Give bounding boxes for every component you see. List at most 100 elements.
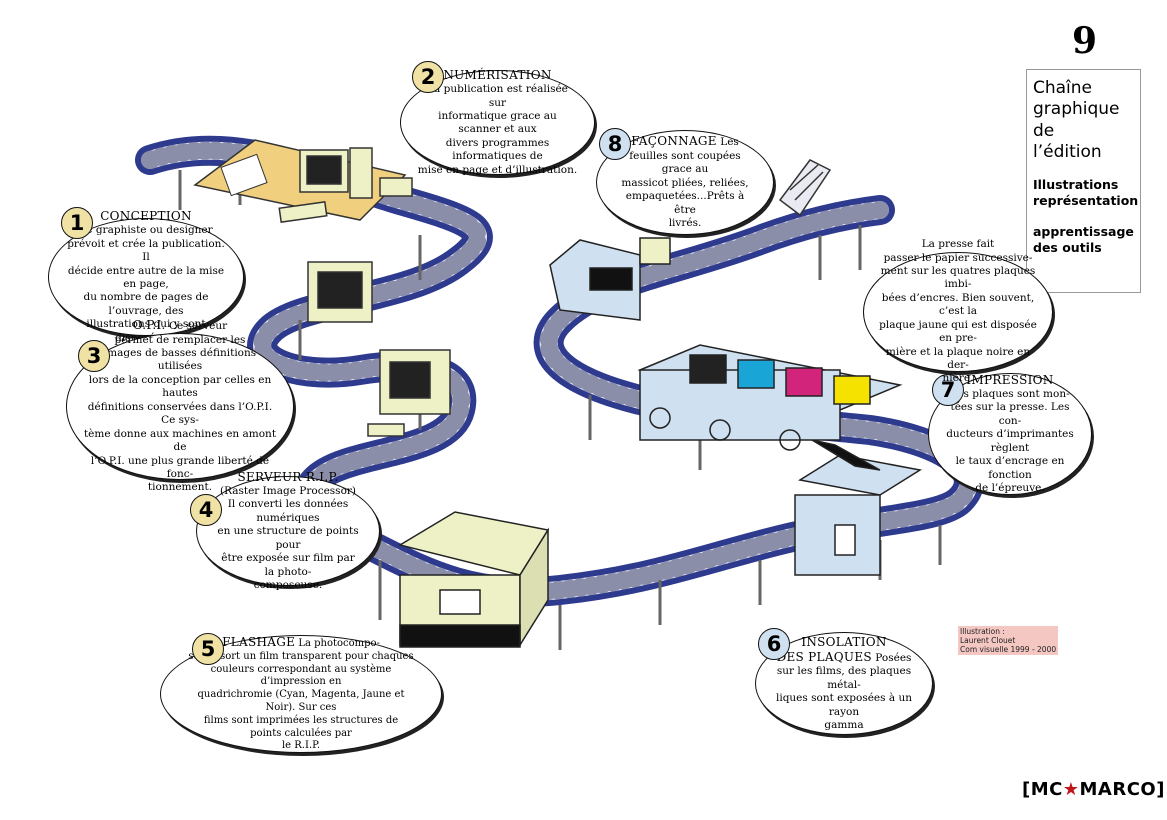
step-5-title: FLASHAGE [222, 634, 296, 649]
star-icon: ★ [1062, 779, 1080, 800]
credit-line-3: Com visuelle 1999 - 2000 [960, 645, 1057, 654]
step-7-line: tées sur la presse. Les con- [950, 401, 1070, 427]
step-6-line: sur les films, des plaques métal- [776, 665, 912, 691]
step-7-line: Les plaques sont mon- [950, 387, 1070, 400]
press-note-bubble: La presse fait passer le papier successi… [863, 238, 1053, 384]
step-5-line: quadrichromie (Cyan, Magenta, Jaune et N… [197, 689, 405, 713]
step-5-head: FLASHAGE La photocompo- [222, 635, 380, 651]
step-3-badge: 3 [78, 340, 110, 372]
step-8-title: FAÇONNAGE [631, 134, 717, 149]
step-6-title2: DES PLAQUES [776, 649, 872, 664]
step-7-badge: 7 [932, 374, 964, 406]
illustration-credit: Illustration : Laurent Clouet Com visuel… [958, 626, 1059, 655]
step-5-bubble: FLASHAGE La photocompo- seuse sort un fi… [160, 635, 442, 753]
step-8-line: feuilles sont coupées grace au [629, 149, 741, 176]
step-1-line: du nombre de pages de l’ouvrage, des [83, 291, 209, 317]
title-line-4: l’édition [1033, 141, 1102, 162]
step-5-line: films sont imprimées les structures de p… [203, 714, 399, 739]
step-8-line: massicot pliées, reliées, [621, 176, 749, 189]
step-2-line: mise en page et d’illustration. [417, 163, 578, 176]
step-4-badge: 4 [190, 494, 222, 526]
step-4-line: composeuse. [253, 579, 323, 591]
title-line-3: de [1033, 120, 1055, 141]
page-title: Chaîne graphique de l’édition [1033, 78, 1134, 163]
step-3-line: tème donne aux machines en amont de [83, 427, 277, 454]
step-1-badge: 1 [61, 207, 93, 239]
step-4-line: Il converti les données numériques [227, 498, 349, 524]
title-line-2: graphique [1033, 99, 1120, 120]
step-8-head: FAÇONNAGE Les [631, 134, 739, 149]
step-5-badge: 5 [192, 633, 224, 665]
press-note-line: ment sur les quatres plaques imbi- [880, 264, 1036, 291]
step-3-title: O.P.I. [132, 318, 166, 333]
rip-server-machine [367, 349, 451, 437]
press-note-line: La presse fait [921, 238, 995, 251]
step-4-line: être exposée sur film par la photo- [221, 552, 355, 578]
step-3-head: O.P.I. Ce serveur [133, 318, 227, 333]
title-line-1: Chaîne [1033, 78, 1093, 98]
step-2-title: NUMÉRISATION [443, 67, 552, 82]
step-6-head: DES PLAQUES Posées [777, 650, 912, 665]
step-8-line: empaquetées...Prêts à être [625, 190, 745, 216]
step-1-line: décide entre autre de la mise en page, [67, 264, 225, 290]
page-number: 9 [1072, 20, 1098, 62]
step-4-line: en une structure de points pour [217, 525, 359, 551]
step-3-line: lors de la conception par celles en haut… [88, 373, 272, 400]
step-2-badge: 2 [412, 61, 444, 93]
step-8-line: Les [720, 136, 739, 149]
photocomposer-machine [398, 511, 550, 648]
step-7-title: IMPRESSION [966, 372, 1054, 387]
step-3-line: définitions conservées dans l’O.P.I. Ce … [87, 400, 273, 427]
opi-server-machine [307, 261, 373, 323]
step-6-badge: 6 [758, 628, 790, 660]
step-7-line: de l’épreuve. [975, 482, 1045, 494]
step-2-line: informatique grace au scanner et aux [438, 110, 557, 136]
credit-line-2: Laurent Clouet [960, 636, 1016, 645]
title-box: Chaîne graphique de l’édition Illustrati… [1026, 69, 1141, 293]
step-6-title: INSOLATION [801, 634, 887, 649]
step-1-line: Le graphiste ou designer [79, 224, 213, 237]
step-7-line: ducteurs d’imprimantes règlent [946, 428, 1074, 454]
printing-press [637, 344, 903, 451]
step-8-line: livrés. [668, 217, 702, 230]
subtitle-1b: représentation [1033, 193, 1139, 209]
step-7-line: le taux d’encrage en fonction [955, 455, 1065, 481]
step-3-line: permet de remplacer les [114, 333, 246, 346]
subtitle-1a: Illustrations [1033, 177, 1119, 192]
step-3-line: l’O.P.I. une plus grande liberté de fonc… [90, 454, 270, 480]
credit-line-1: Illustration : [960, 627, 1005, 636]
press-note-line: mière et la plaque noire en der- [885, 345, 1031, 372]
guillotine-cutter [549, 237, 671, 321]
step-5-line: La photocompo- [298, 637, 380, 649]
step-2-line: divers programmes informatiques de [445, 136, 550, 163]
press-note-line: plaque jaune qui est disposée en pre- [879, 318, 1037, 345]
computer-workstation [278, 147, 413, 223]
output-ramp [778, 159, 832, 217]
press-note-line: passer le papier successive- [883, 251, 1033, 264]
subtitle-2a: apprentissage [1033, 223, 1134, 239]
step-5-line: seuse sort un film transparent pour chaq… [188, 650, 414, 662]
step-1-title: CONCEPTION [100, 208, 192, 223]
step-3-line: images de basses définitions utilisées [103, 347, 257, 373]
step-1-line: prévoit et crée la publication. Il [67, 237, 225, 264]
step-6-line: Posées [875, 651, 912, 664]
step-4-title: SERVEUR R.I.P. [237, 469, 339, 484]
step-2-line: La publication est réalisée sur [427, 83, 568, 109]
subtitle-1: Illustrations représentation [1033, 177, 1139, 210]
step-3-line: Ce serveur [168, 320, 228, 333]
plate-exposure-machine [794, 439, 923, 576]
step-3-line: tionnement. [147, 481, 213, 494]
step-6-line: liques sont exposées à un rayon [775, 692, 912, 718]
step-8-badge: 8 [599, 128, 631, 160]
step-4-bubble: SERVEUR R.I.P. (Raster Image Processor) … [196, 470, 380, 591]
step-4-line: (Raster Image Processor) [219, 484, 357, 497]
press-note-line: bées d’encres. Bien souvent, c’est la [881, 291, 1035, 318]
step-6-line: gamma [824, 719, 864, 732]
logo-right: MARCO] [1079, 779, 1165, 800]
brand-logo: [MC★MARCO] [1022, 779, 1165, 800]
step-5-line: le R.I.P. [281, 740, 320, 752]
subtitle-2: apprentissage des outils [1033, 224, 1134, 257]
press-note-line: nière. [942, 372, 974, 385]
logo-left: [MC [1022, 779, 1063, 800]
